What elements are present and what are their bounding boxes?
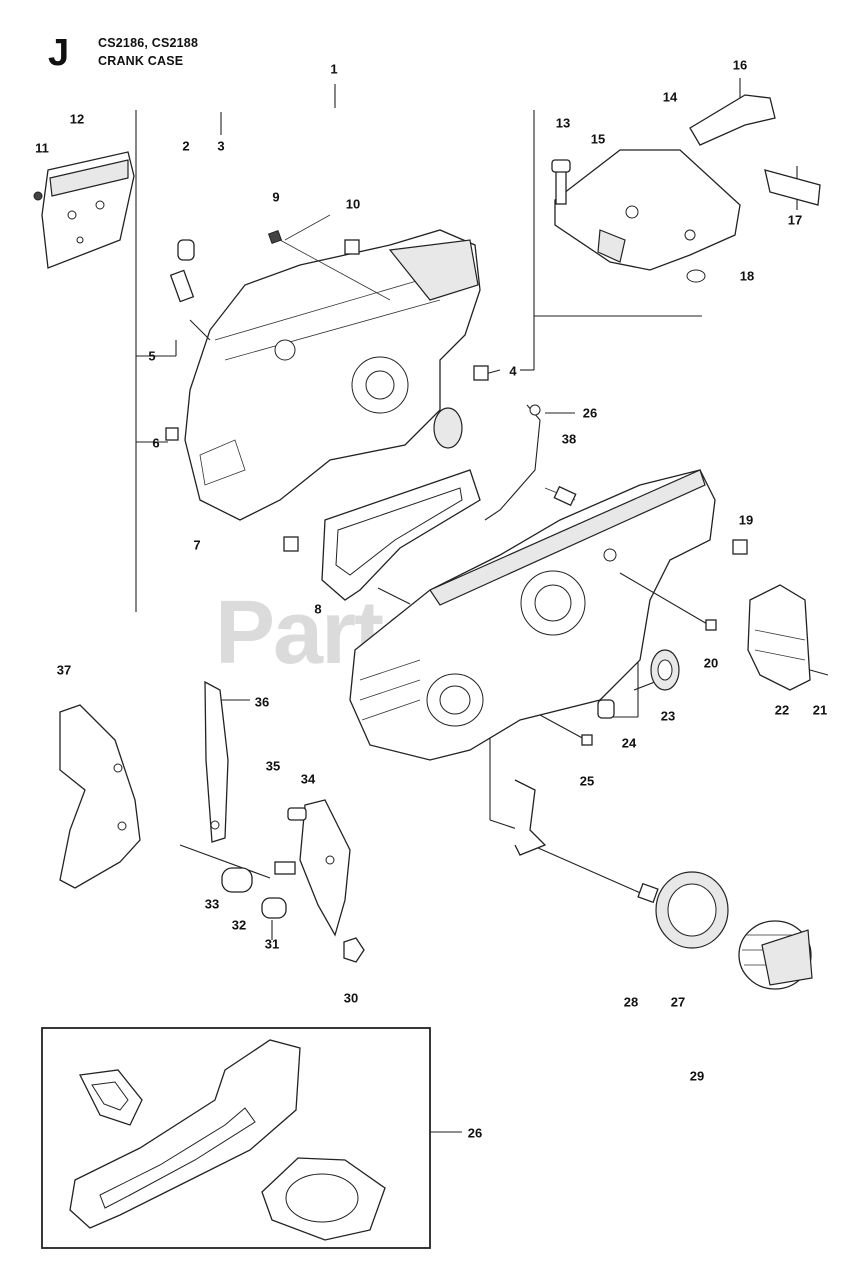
callout-28[interactable]: 28 <box>623 994 639 1010</box>
left-bracket <box>59 704 141 889</box>
upper-fasteners <box>165 229 489 552</box>
callout-20[interactable]: 20 <box>703 655 719 671</box>
callout-17[interactable]: 17 <box>787 212 803 228</box>
callout-38[interactable]: 38 <box>561 431 577 447</box>
callout-37[interactable]: 37 <box>56 662 72 678</box>
lower-fasteners <box>377 539 748 746</box>
callout-4[interactable]: 4 <box>509 363 517 379</box>
leader-lines <box>135 78 798 1133</box>
callout-24[interactable]: 24 <box>621 735 637 751</box>
callout-2[interactable]: 2 <box>182 138 190 154</box>
chain-guard-plate <box>33 151 135 269</box>
callout-21[interactable]: 21 <box>812 702 828 718</box>
callout-25[interactable]: 25 <box>579 773 595 789</box>
callout-6[interactable]: 6 <box>152 435 160 451</box>
callout-9[interactable]: 9 <box>272 189 280 205</box>
callout-10[interactable]: 10 <box>345 196 361 212</box>
crank-case-upper-half <box>184 214 481 521</box>
gasket-strip-upper <box>484 404 541 521</box>
tank-top-assembly <box>551 94 821 283</box>
callout-5[interactable]: 5 <box>148 348 156 364</box>
callout-22[interactable]: 22 <box>774 702 790 718</box>
callout-26-kit[interactable]: 26 <box>467 1125 483 1141</box>
callout-11[interactable]: 11 <box>35 140 49 156</box>
callout-7[interactable]: 7 <box>193 537 201 553</box>
callout-31[interactable]: 31 <box>264 936 280 952</box>
callout-33[interactable]: 33 <box>204 896 220 912</box>
callout-26[interactable]: 26 <box>582 405 598 421</box>
callout-35[interactable]: 35 <box>265 758 281 774</box>
callout-16[interactable]: 16 <box>732 57 748 73</box>
callout-32[interactable]: 32 <box>231 917 247 933</box>
callout-8[interactable]: 8 <box>314 601 322 617</box>
section-letter: J <box>48 32 70 74</box>
callout-18[interactable]: 18 <box>739 268 755 284</box>
callout-29[interactable]: 29 <box>689 1068 705 1084</box>
callout-12[interactable]: 12 <box>69 111 85 127</box>
callout-23[interactable]: 23 <box>660 708 676 724</box>
crank-case-gasket <box>321 469 577 601</box>
side-cover <box>747 584 829 691</box>
callout-30[interactable]: 30 <box>343 990 359 1006</box>
seal-and-cap <box>514 779 813 990</box>
callout-15[interactable]: 15 <box>590 131 606 147</box>
callout-3[interactable]: 3 <box>217 138 225 154</box>
model-numbers: CS2186, CS2188 <box>98 36 199 50</box>
diagram-title: CRANK CASE <box>98 54 184 68</box>
callout-1[interactable]: 1 <box>330 61 338 77</box>
callout-14[interactable]: 14 <box>662 89 678 105</box>
callout-27[interactable]: 27 <box>670 994 686 1010</box>
gasket-kit-box <box>41 1027 431 1249</box>
crank-case-lower-half <box>349 469 716 761</box>
callout-36[interactable]: 36 <box>254 694 270 710</box>
callout-34[interactable]: 34 <box>300 771 316 787</box>
small-parts-group <box>179 680 365 963</box>
callout-13[interactable]: 13 <box>555 115 571 131</box>
callout-19[interactable]: 19 <box>738 512 754 528</box>
